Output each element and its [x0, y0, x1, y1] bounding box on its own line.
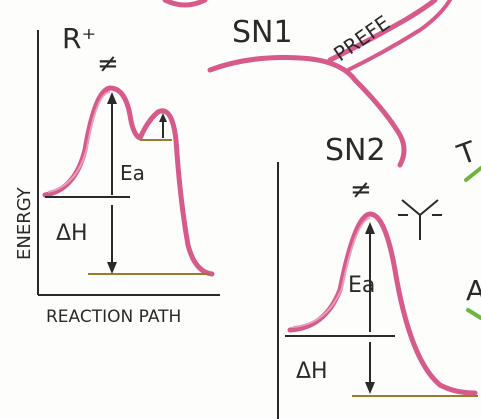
sn2-dh-arrowhead-icon: [365, 382, 375, 394]
sn2-energy-curve-highlight: [292, 217, 371, 328]
sn1-dh-label: ΔH: [56, 221, 88, 246]
y-shaped-structure-icon: [398, 199, 442, 240]
sn1-ea-label: Ea: [120, 161, 145, 185]
sn1-transition-state-symbol: ≠: [97, 49, 119, 79]
edge-fragment-a: A: [466, 274, 481, 307]
sn1-ea2-arrowhead-icon: [159, 113, 167, 122]
sn1-label: SN1: [232, 15, 293, 50]
sn2-ea-arrowhead-icon: [365, 222, 375, 234]
top-right-band: [327, 0, 438, 63]
sn1-energy-curve: [42, 85, 215, 277]
top-right-band-outer: [346, 0, 452, 72]
edge-green-mark-bottom: [466, 308, 481, 320]
sn1-energy-curve-highlight: [47, 91, 111, 193]
carbocation-label: R⁺: [62, 22, 96, 55]
left-y-axis-label: ENERGY: [14, 186, 35, 260]
top-arc-left: [162, 0, 208, 8]
sn1-sn2-connector-curve: [207, 55, 407, 168]
edge-green-mark-top: [464, 166, 481, 182]
sn2-transition-state-symbol: ≠: [350, 175, 372, 205]
prefix-fragment-label: PREFE: [329, 10, 394, 66]
sn2-ea-label: Ea: [348, 273, 375, 298]
sn2-label: SN2: [325, 133, 386, 168]
left-x-axis-label: REACTION PATH: [46, 307, 181, 327]
sn2-dh-label: ΔH: [296, 359, 328, 384]
sn1-dh-arrowhead-icon: [107, 262, 117, 274]
sn1-ea-arrowhead-icon: [107, 92, 117, 104]
edge-fragment-t: T: [452, 134, 481, 172]
